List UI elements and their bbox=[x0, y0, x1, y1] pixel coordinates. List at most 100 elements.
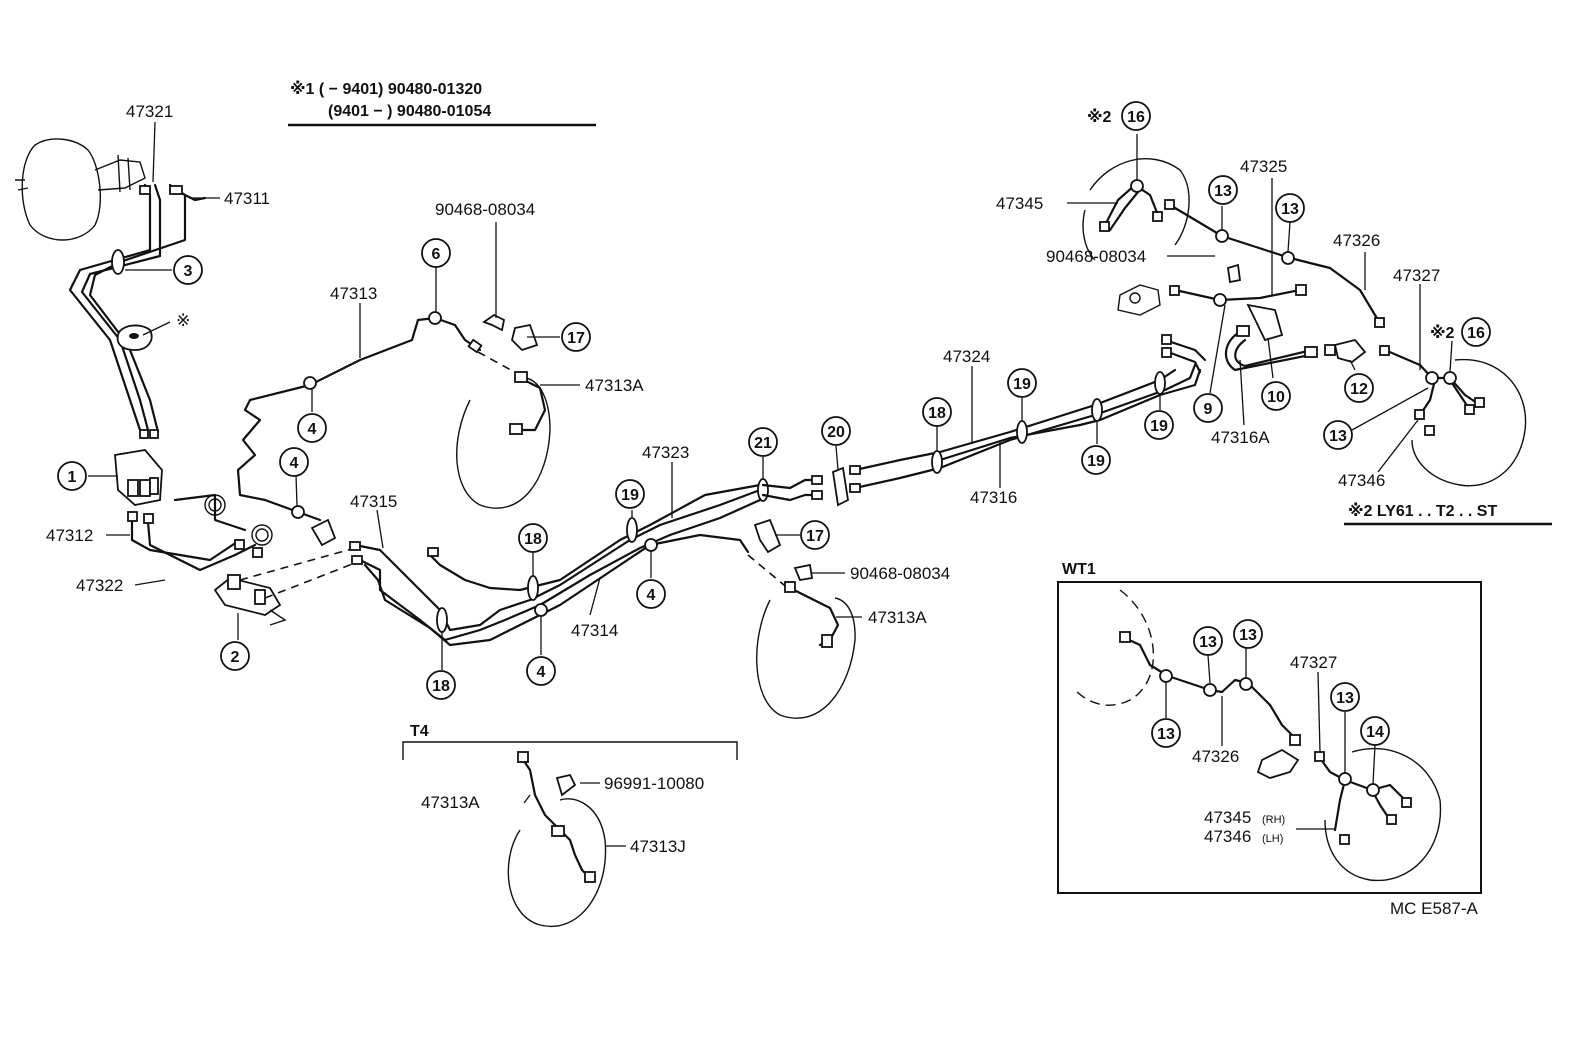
callout-4d: 4 bbox=[636, 579, 666, 609]
callout-3: 3 bbox=[173, 255, 203, 285]
svg-text:10: 10 bbox=[1267, 389, 1285, 406]
label-47325: 47325 bbox=[1240, 157, 1287, 176]
label-47314: 47314 bbox=[571, 621, 618, 640]
connector-12 bbox=[1324, 338, 1367, 363]
t4-title: T4 bbox=[410, 723, 429, 740]
wt1-section: WT1 bbox=[1057, 561, 1482, 894]
wheel-47313A-front bbox=[456, 371, 551, 509]
label-47327: 47327 bbox=[1393, 266, 1440, 285]
callout-10: 10 bbox=[1261, 381, 1291, 411]
callout-1: 1 bbox=[57, 461, 87, 491]
svg-text:9: 9 bbox=[1204, 401, 1213, 418]
clip-20 bbox=[832, 466, 849, 507]
svg-text:4: 4 bbox=[647, 587, 656, 604]
callout-18c: 18 bbox=[922, 397, 952, 427]
svg-text:13: 13 bbox=[1239, 627, 1257, 644]
label-90468-08034-b: 90468-08034 bbox=[850, 564, 950, 583]
callout-19c: 19 bbox=[1081, 445, 1111, 475]
callout-4b: 4 bbox=[279, 447, 309, 477]
label-90468-08034-c: 90468-08034 bbox=[1046, 247, 1146, 266]
label-47316: 47316 bbox=[970, 488, 1017, 507]
callout-16a: 16 bbox=[1121, 101, 1151, 131]
svg-text:12: 12 bbox=[1350, 381, 1368, 398]
hose-47316A bbox=[1224, 325, 1318, 372]
callouts: 1 2 3 4 4 4 4 6 9 10 12 13 13 13 16 16 1… bbox=[57, 101, 1491, 748]
label-wt1-47345: 47345 bbox=[1204, 808, 1251, 827]
label-47326: 47326 bbox=[1333, 231, 1380, 250]
label-t4-47313J: 47313J bbox=[630, 837, 686, 856]
lines-47312-47322 bbox=[127, 493, 273, 572]
callout-19b: 19 bbox=[1007, 368, 1037, 398]
middle-line-bundle bbox=[349, 475, 823, 647]
callout-17b: 17 bbox=[800, 520, 830, 550]
callout-17a: 17 bbox=[561, 322, 591, 352]
note1-line1: ※1 ( − 9401) 90480-01320 bbox=[290, 80, 482, 98]
svg-text:18: 18 bbox=[432, 678, 450, 695]
t4-section: T4 bbox=[402, 723, 738, 928]
clip-90468-top bbox=[482, 313, 539, 352]
callout-4a: 4 bbox=[297, 413, 327, 443]
label-47324: 47324 bbox=[943, 347, 990, 366]
callout-13c: 13 bbox=[1323, 420, 1353, 450]
note-block-1: ※1 ( − 9401) 90480-01320 (9401 − ) 90480… bbox=[288, 80, 596, 127]
svg-text:17: 17 bbox=[567, 330, 585, 347]
label-47345: 47345 bbox=[996, 194, 1043, 213]
svg-text:4: 4 bbox=[537, 664, 546, 681]
svg-text:13: 13 bbox=[1281, 201, 1299, 218]
hose-47325 bbox=[1117, 263, 1307, 342]
right-line-bundle bbox=[849, 334, 1207, 493]
label-wt1-rh: (RH) bbox=[1262, 814, 1285, 826]
label-footer-code: MC E587-A bbox=[1390, 899, 1479, 918]
svg-text:13: 13 bbox=[1336, 690, 1354, 707]
svg-text:14: 14 bbox=[1366, 724, 1384, 741]
master-cylinder-lines bbox=[68, 183, 207, 439]
callout-19d: 19 bbox=[1144, 410, 1174, 440]
callout-6: 6 bbox=[421, 238, 451, 268]
callout-19a: 19 bbox=[615, 479, 645, 509]
svg-text:19: 19 bbox=[1013, 376, 1031, 393]
label-wt1-47326: 47326 bbox=[1192, 747, 1239, 766]
label-47313: 47313 bbox=[330, 284, 377, 303]
svg-text:13: 13 bbox=[1199, 634, 1217, 651]
callout-9: 9 bbox=[1193, 393, 1223, 423]
label-47321: 47321 bbox=[126, 102, 173, 121]
svg-text:2: 2 bbox=[231, 649, 240, 666]
callout-wt1-13d: 13 bbox=[1330, 682, 1360, 712]
note2-text: ※2 LY61 . . T2 . . ST bbox=[1348, 502, 1497, 520]
svg-text:4: 4 bbox=[308, 421, 317, 438]
callout-wt1-13a: 13 bbox=[1193, 626, 1223, 656]
callout-13b: 13 bbox=[1275, 193, 1305, 223]
svg-text:3: 3 bbox=[184, 263, 193, 280]
label-mark: ※ bbox=[176, 311, 190, 330]
label-47346: 47346 bbox=[1338, 471, 1385, 490]
svg-text:1: 1 bbox=[68, 469, 77, 486]
callout-wt1-13c: 13 bbox=[1151, 718, 1181, 748]
proportioning-valve-2 bbox=[213, 574, 287, 626]
wt1-title: WT1 bbox=[1062, 561, 1096, 578]
label-47313A-b: 47313A bbox=[868, 608, 927, 627]
junction-block-1 bbox=[114, 449, 163, 506]
svg-text:18: 18 bbox=[928, 405, 946, 422]
svg-text:16: 16 bbox=[1467, 325, 1485, 342]
mid-left-clip bbox=[263, 498, 337, 547]
svg-text:4: 4 bbox=[290, 455, 299, 472]
wheel-47327 bbox=[1379, 345, 1527, 487]
svg-text:17: 17 bbox=[806, 528, 824, 545]
svg-text:19: 19 bbox=[1087, 453, 1105, 470]
callout-13a: 13 bbox=[1208, 175, 1238, 205]
label-47323: 47323 bbox=[642, 443, 689, 462]
label-wt1-47327: 47327 bbox=[1290, 653, 1337, 672]
callout-2: 2 bbox=[220, 641, 250, 671]
label-47311: 47311 bbox=[224, 189, 270, 208]
svg-text:21: 21 bbox=[754, 435, 772, 452]
callout-12: 12 bbox=[1344, 373, 1374, 403]
grommet-part bbox=[116, 324, 153, 351]
label-47315: 47315 bbox=[350, 492, 397, 511]
svg-text:13: 13 bbox=[1157, 726, 1175, 743]
callout-wt1-13b: 13 bbox=[1233, 619, 1263, 649]
callout-21: 21 bbox=[748, 427, 778, 457]
label-note2-ref-a: ※2 bbox=[1087, 108, 1112, 126]
callout-18a: 18 bbox=[426, 670, 456, 700]
callout-16b: 16 bbox=[1461, 317, 1491, 347]
